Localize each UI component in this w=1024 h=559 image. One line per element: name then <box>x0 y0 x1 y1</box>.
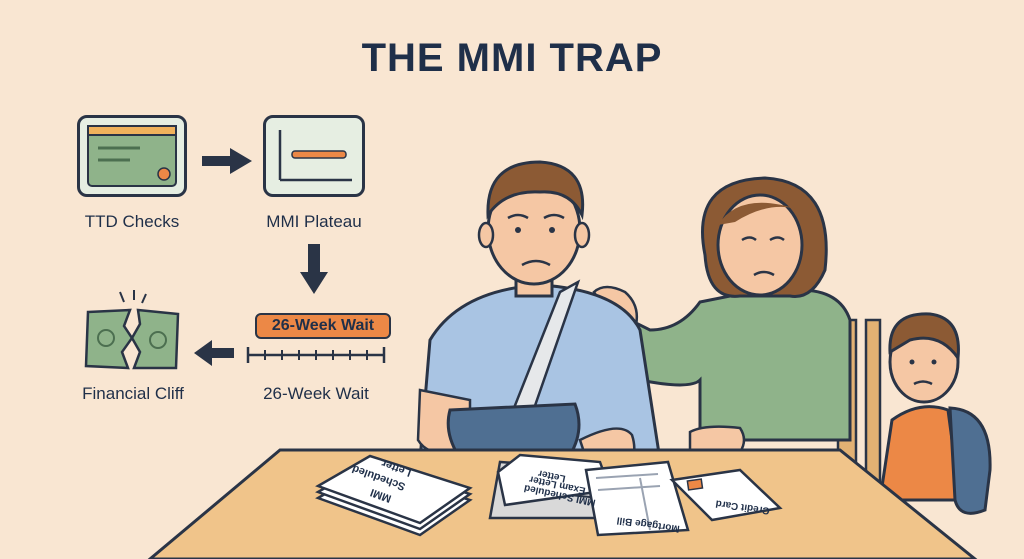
page-title: THE MMI TRAP <box>361 36 663 80</box>
mortgage-text: Mortgage Bill <box>616 514 680 534</box>
mortgage-bill <box>584 460 690 537</box>
torn-money-icon <box>84 290 180 370</box>
woman-figure <box>592 176 852 454</box>
letter-stack <box>315 454 473 537</box>
wait-badge: 26-Week Wait <box>255 313 391 339</box>
chair <box>836 318 882 512</box>
child-figure <box>878 312 992 515</box>
ttd-checks-icon <box>77 115 187 197</box>
credit-text: Credit Card <box>715 497 770 515</box>
exam-letter <box>488 453 617 520</box>
timeline <box>246 347 386 363</box>
credit-card-statement <box>669 468 783 522</box>
exam-text-3: Letter <box>537 467 567 484</box>
mmi-plateau-icon <box>263 115 365 197</box>
ttd-checks-label: TTD Checks <box>84 212 180 231</box>
arrow-right-icon <box>202 148 252 174</box>
financial-cliff-label: Financial Cliff <box>82 384 184 403</box>
stack-text-2: Scheduled <box>351 462 407 492</box>
mmi-plateau-label: MMI Plateau <box>266 212 362 231</box>
exam-text-2: Exam Letter <box>528 473 586 496</box>
stack-text-1: MMI <box>369 486 393 505</box>
table <box>147 448 978 559</box>
arrow-left-icon <box>194 340 234 366</box>
exam-text-1: MMI Scheduled <box>523 482 596 508</box>
wait-label: 26-Week Wait <box>263 384 369 403</box>
man-figure <box>416 160 662 474</box>
arrow-down-icon <box>300 244 328 294</box>
stack-text-3: Letter <box>380 456 413 478</box>
